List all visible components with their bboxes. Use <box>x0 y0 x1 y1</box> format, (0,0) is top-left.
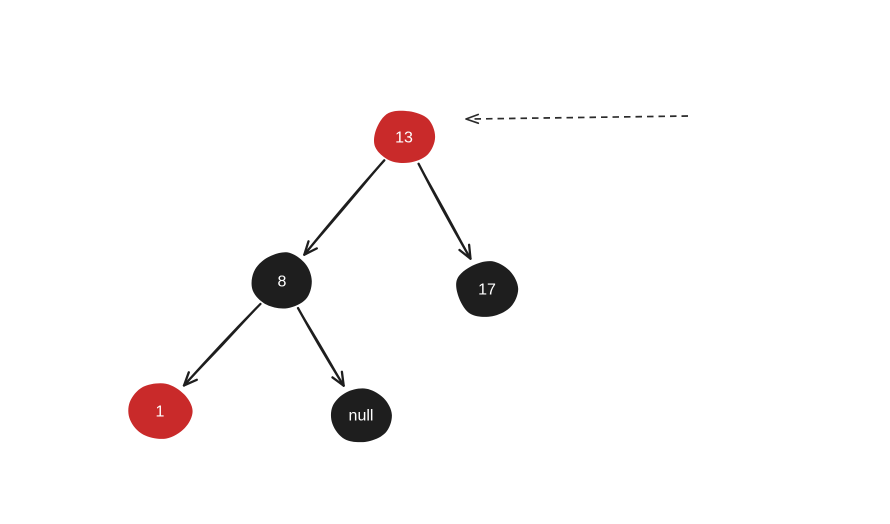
black-node-shape <box>456 261 519 317</box>
tree-node-17: 17 <box>456 261 519 317</box>
red-node-shape <box>373 110 436 163</box>
tree-node-8: 8 <box>251 252 312 309</box>
tree-edge-n8-n1 <box>182 302 262 387</box>
edge-line <box>183 303 262 387</box>
edge-line <box>417 163 472 260</box>
black-node-shape <box>330 388 392 443</box>
arrowhead-icon <box>465 113 480 125</box>
tree-edge-n13-n8 <box>303 159 386 256</box>
tree-node-13: 13 <box>373 110 436 163</box>
arrowhead-icon <box>303 240 318 256</box>
arrowhead-icon <box>458 243 472 260</box>
red-node-shape <box>128 383 193 439</box>
dashed-line <box>470 115 689 120</box>
arrowhead-icon <box>182 371 198 387</box>
edge-line <box>297 307 345 387</box>
tree-node-null: null <box>330 388 392 443</box>
edge-line <box>303 159 385 256</box>
node-label: 8 <box>278 274 287 291</box>
tree-node-1: 1 <box>128 383 193 439</box>
tree-edge-n13-n17 <box>417 162 472 260</box>
node-label: 17 <box>478 282 496 299</box>
node-label: 13 <box>395 130 413 147</box>
tree-edge-n8-nnull <box>296 306 345 387</box>
annotation-pointer-arrow <box>465 113 689 125</box>
node-label: 1 <box>156 404 165 421</box>
black-node-shape <box>251 252 312 309</box>
arrowhead-icon <box>331 370 345 387</box>
node-label: null <box>349 408 374 425</box>
